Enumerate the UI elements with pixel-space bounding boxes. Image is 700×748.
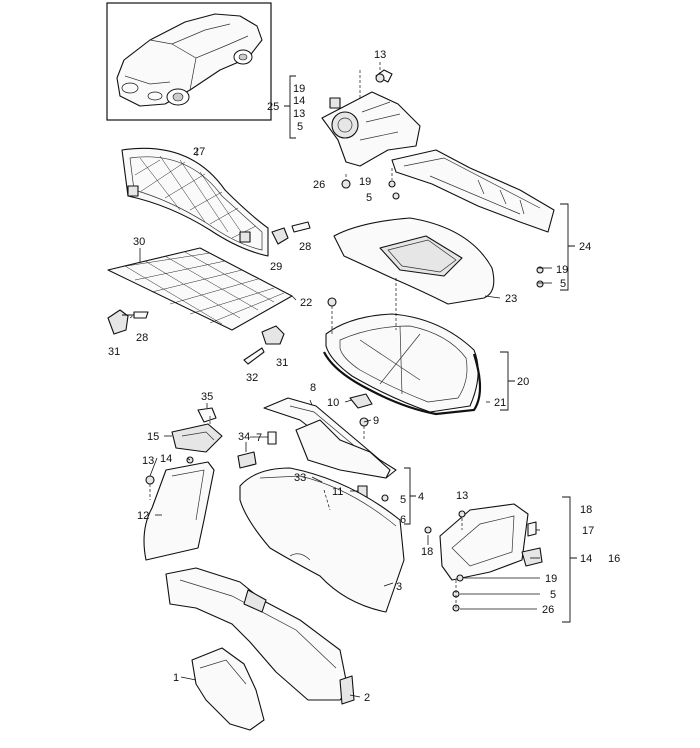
callout-label: 5 [400,494,406,506]
callout-label: 13 [293,108,305,120]
callout-label: 2 [364,692,370,704]
callout-label: 31 [276,357,288,369]
callout-label: 32 [246,372,258,384]
callout-label: 11 [332,486,343,498]
callout-label: 1 [173,672,179,684]
callout-label: 13 [456,490,468,502]
callout-label: 17 [582,525,594,537]
callout-label: 27 [193,146,205,158]
callout-label: 14 [293,95,305,107]
callout-label: 21 [494,397,506,409]
callout-label: 5 [560,278,566,290]
callout-label: 19 [556,264,568,276]
callout-label: 7 [256,432,262,444]
fasteners [145,73,544,612]
callout-label: 5 [297,121,303,133]
callout-label: 30 [133,236,145,248]
callout-label: 25 [267,101,279,113]
callout-labels: 13 19 14 25 13 5 27 26 19 5 28 24 30 29 … [108,49,620,704]
callout-label: 13 [374,49,386,61]
callout-label: 19 [293,83,305,95]
callout-label: 29 [270,261,282,273]
callout-label: 19 [359,176,371,188]
callout-label: 16 [608,553,620,565]
group-brackets [284,75,577,623]
callout-label: 24 [579,241,591,253]
luggage-net-frame-27 [121,147,269,257]
callout-label: 14 [580,553,592,565]
callout-label: 19 [545,573,557,585]
callout-label: 35 [201,391,213,403]
callout-label: 5 [366,192,372,204]
callout-label: 18 [421,546,433,558]
callout-label: 12 [137,510,149,522]
callout-label: 13 [142,455,154,467]
trunk-cover-assembly-25 [321,69,421,167]
callout-label: 23 [505,293,517,305]
callout-label: 15 [147,431,159,443]
side-storage-assembly-16 [439,503,543,581]
callout-label: 10 [327,397,339,409]
callout-label: 28 [299,241,311,253]
callout-label: 8 [310,382,316,394]
callout-label: 3 [396,581,402,593]
side-trim-panel-12 [143,461,215,561]
callout-label: 5 [550,589,556,601]
leader-lines [129,62,552,698]
rear-sill-trim-24 [391,149,555,233]
trunk-floor-cover-23 [333,217,495,305]
callout-label: 22 [300,297,312,309]
callout-label: 14 [160,453,172,465]
callout-label: 31 [108,346,120,358]
rear-trunk-liner-3 [239,467,405,613]
callout-label: 28 [136,332,148,344]
callout-label: 26 [542,604,554,616]
callout-label: 6 [400,514,406,526]
trunk-tub-20 [323,313,482,416]
callout-label: 33 [294,472,306,484]
callout-label: 9 [373,415,379,427]
callout-label: 18 [580,504,592,516]
small-parts-15-35-34 [171,407,277,469]
floor-panels-1-2 [165,567,355,731]
callout-label: 26 [313,179,325,191]
callout-label: 34 [238,431,250,443]
callout-label: 20 [517,376,529,388]
callout-label: 4 [418,491,424,503]
net-hooks-and-screws [107,221,311,365]
vehicle-thumbnail [106,2,272,121]
